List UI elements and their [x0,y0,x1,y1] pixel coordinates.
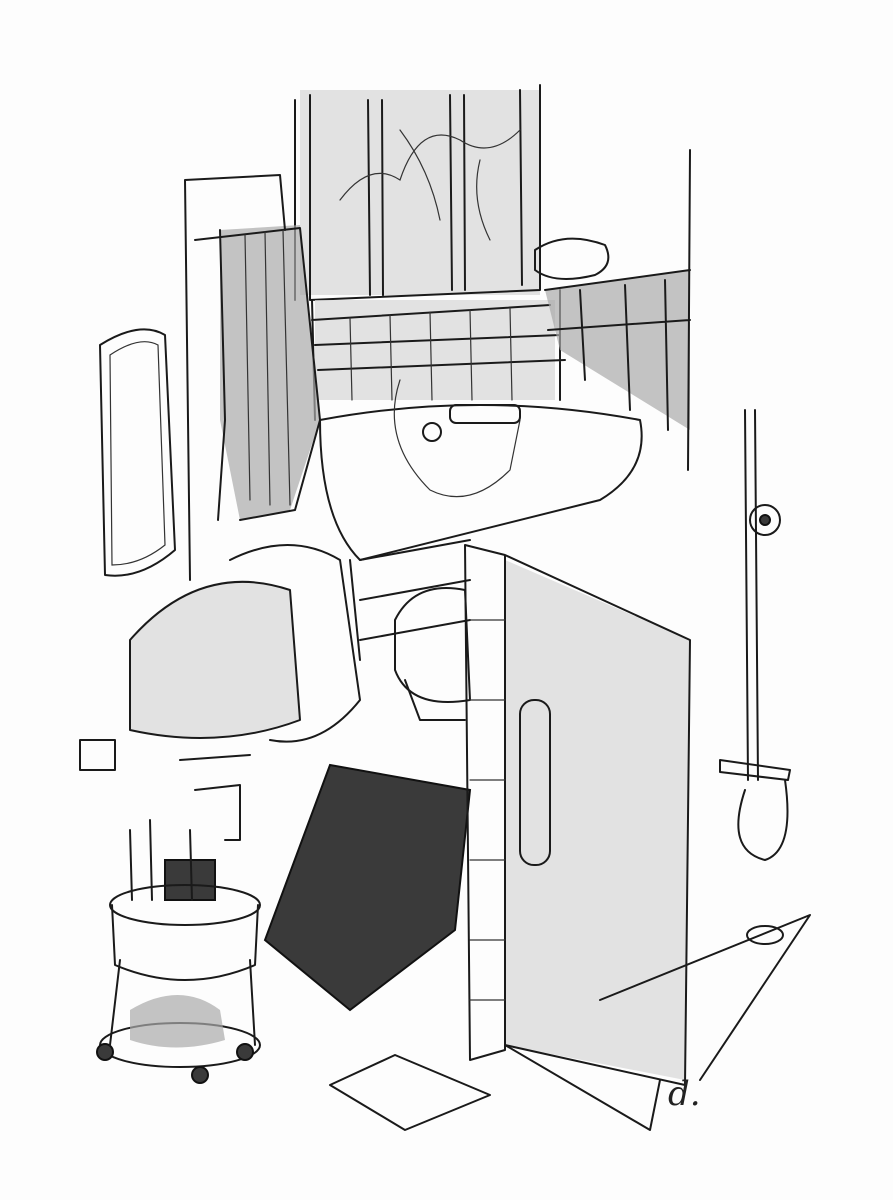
bath-mat [263,763,472,1012]
shower-enclosure [464,544,811,1131]
mirror [99,328,176,577]
signature: d. [668,1074,701,1114]
towel [184,174,321,581]
window [294,84,541,301]
side-wall [534,149,691,471]
paper-on-floor [329,1054,491,1131]
sink [79,544,361,841]
bathtub [311,289,643,661]
shower-rail [719,409,791,861]
trolley [96,819,261,1084]
toilet [394,587,471,721]
